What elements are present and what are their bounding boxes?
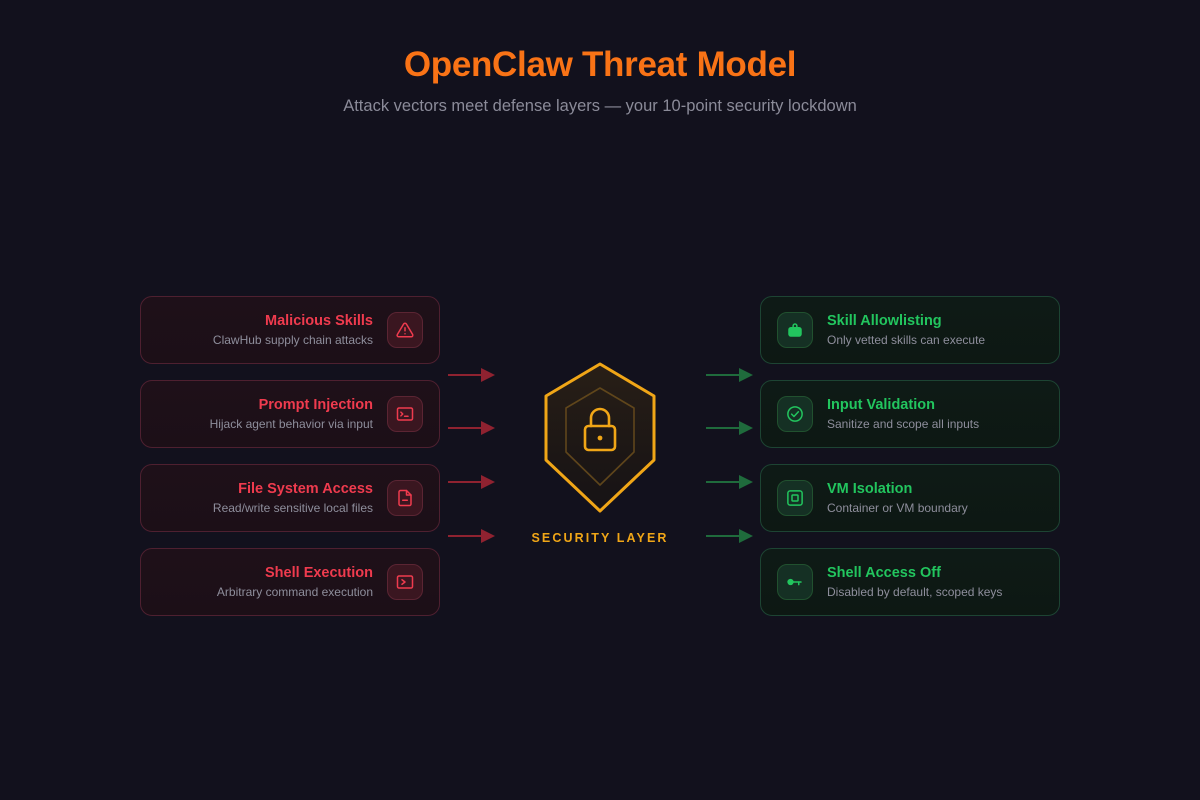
threat-card-text: Shell Execution Arbitrary command execut… (157, 565, 373, 600)
defense-desc: Disabled by default, scoped keys (827, 584, 1003, 599)
defense-title: VM Isolation (827, 480, 913, 497)
defense-card-text: Shell Access Off Disabled by default, sc… (827, 565, 1043, 600)
threat-desc: Hijack agent behavior via input (209, 416, 373, 431)
threat-card-text: File System Access Read/write sensitive … (157, 481, 373, 516)
defense-title: Skill Allowlisting (827, 312, 942, 329)
terminal-window-icon (387, 396, 423, 432)
threat-desc: Arbitrary command execution (216, 584, 373, 599)
defense-card-text: Input Validation Sanitize and scope all … (827, 397, 1043, 432)
check-circle-icon (777, 396, 813, 432)
threat-card-text: Malicious Skills ClawHub supply chain at… (157, 313, 373, 348)
threat-card-text: Prompt Injection Hijack agent behavior v… (157, 397, 373, 432)
page-title: OpenClaw Threat Model (403, 45, 797, 84)
defense-card-skill-allowlisting[interactable]: Skill Allowlisting Only vetted skills ca… (760, 296, 1060, 364)
threat-title: Shell Execution (265, 564, 373, 581)
defense-desc: Container or VM boundary (827, 500, 968, 515)
page-subtitle: Attack vectors meet defense layers — you… (343, 97, 857, 115)
threat-title: Malicious Skills (265, 312, 373, 329)
defense-title: Input Validation (827, 396, 935, 413)
briefcase-lock-icon (777, 312, 813, 348)
defense-arrows (706, 368, 753, 543)
lock-icon (583, 407, 617, 452)
threat-desc: ClawHub supply chain attacks (212, 332, 373, 347)
nested-square-icon (777, 480, 813, 516)
defense-card-input-validation[interactable]: Input Validation Sanitize and scope all … (760, 380, 1060, 448)
threat-card-file-system-access[interactable]: File System Access Read/write sensitive … (140, 464, 440, 532)
file-minus-icon (387, 480, 423, 516)
threat-card-prompt-injection[interactable]: Prompt Injection Hijack agent behavior v… (140, 380, 440, 448)
threat-column: Malicious Skills ClawHub supply chain at… (140, 296, 440, 616)
security-layer-core: SECURITY LAYER (500, 360, 700, 545)
threat-title: Prompt Injection (258, 396, 373, 413)
threat-arrows (448, 368, 495, 543)
defense-card-text: Skill Allowlisting Only vetted skills ca… (827, 313, 1043, 348)
defense-card-shell-access-off[interactable]: Shell Access Off Disabled by default, sc… (760, 548, 1060, 616)
terminal-chevron-icon (387, 564, 423, 600)
key-icon (777, 564, 813, 600)
defense-column: Skill Allowlisting Only vetted skills ca… (760, 296, 1060, 616)
page-header: OpenClaw Threat Model Attack vectors mee… (0, 0, 1200, 117)
threat-title: File System Access (238, 480, 373, 497)
defense-desc: Only vetted skills can execute (827, 332, 986, 347)
defense-card-text: VM Isolation Container or VM boundary (827, 481, 1043, 516)
threat-desc: Read/write sensitive local files (212, 500, 373, 515)
threat-card-malicious-skills[interactable]: Malicious Skills ClawHub supply chain at… (140, 296, 440, 364)
hexagon-shield-icon (540, 360, 660, 515)
defense-title: Shell Access Off (827, 564, 941, 581)
threat-card-shell-execution[interactable]: Shell Execution Arbitrary command execut… (140, 548, 440, 616)
defense-desc: Sanitize and scope all inputs (827, 416, 980, 431)
security-layer-label: SECURITY LAYER (531, 531, 669, 545)
alert-triangle-icon (387, 312, 423, 348)
defense-card-vm-isolation[interactable]: VM Isolation Container or VM boundary (760, 464, 1060, 532)
